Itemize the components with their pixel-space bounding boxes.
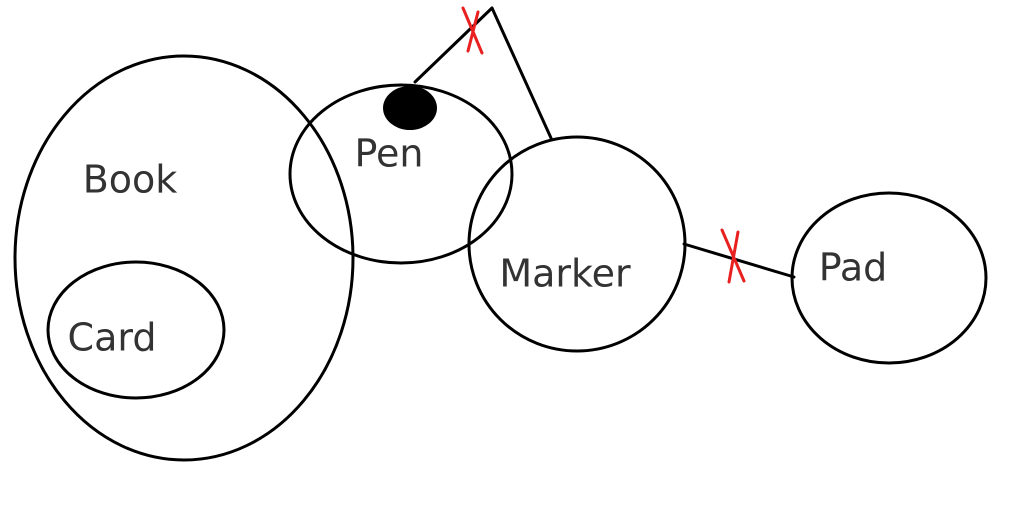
pen-set-ellipse (288, 83, 514, 265)
pen-to-marker-connector (413, 6, 553, 140)
pad-label: Pad (819, 246, 888, 290)
card-label: Card (68, 316, 157, 360)
book-label: Book (83, 158, 178, 202)
pad-set-ellipse (790, 191, 988, 365)
marker-label: Marker (499, 252, 631, 296)
marker-to-pad-connector (682, 242, 796, 279)
book-set-ellipse (13, 54, 355, 462)
pen-dot-marker (383, 86, 437, 130)
marker-set-ellipse (467, 135, 687, 353)
pen-label: Pen (354, 132, 423, 176)
card-set-ellipse (46, 260, 226, 400)
top-cross-mark (461, 6, 484, 55)
right-cross-mark (720, 228, 746, 284)
